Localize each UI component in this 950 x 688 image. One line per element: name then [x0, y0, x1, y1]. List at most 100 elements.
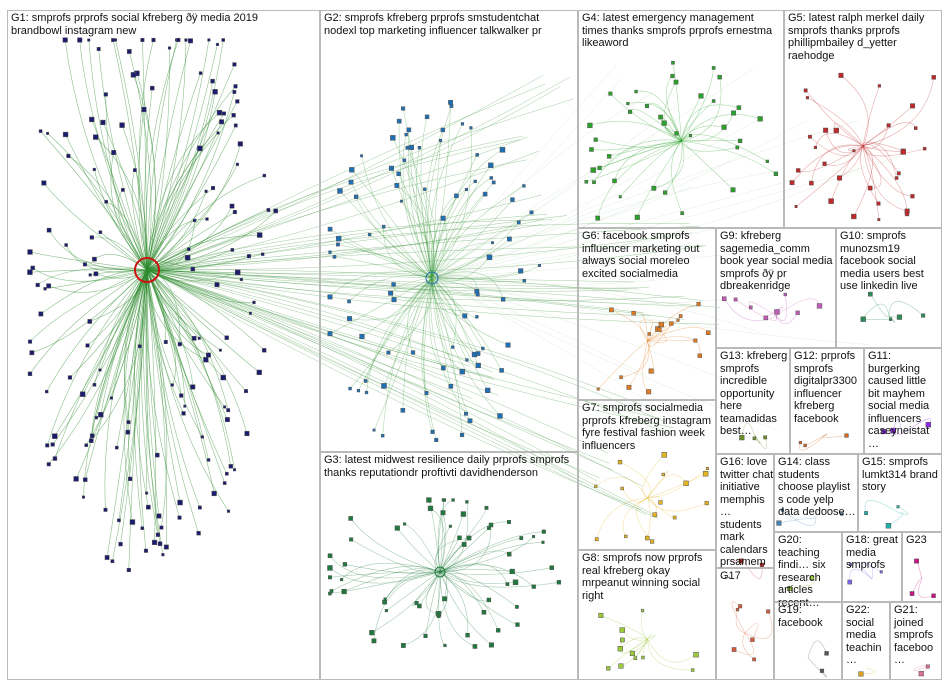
hub-node [434, 566, 446, 578]
edge [647, 638, 693, 671]
node [38, 311, 44, 317]
node [125, 429, 131, 435]
edge [807, 640, 827, 659]
edge [888, 301, 924, 317]
edge [425, 571, 441, 615]
node [657, 327, 662, 332]
edge [593, 140, 682, 171]
edge [146, 269, 634, 283]
edge [146, 269, 698, 307]
group-title-g10: G10: smprofs munozsm19 facebook social m… [840, 230, 927, 292]
edge [681, 125, 725, 142]
edge [431, 277, 489, 391]
node [244, 431, 250, 437]
edge [431, 265, 540, 280]
node [516, 220, 521, 225]
node [486, 254, 493, 261]
edge [431, 92, 653, 279]
node [266, 208, 271, 212]
edge [146, 81, 213, 271]
node [507, 236, 512, 242]
node [847, 579, 853, 585]
edge [847, 145, 864, 152]
edge [117, 189, 148, 271]
group-cell-g13: G13: kfreberg smprofs incredible opportu… [716, 348, 790, 454]
node [900, 149, 906, 155]
node [206, 458, 211, 462]
node [628, 109, 633, 114]
node [838, 72, 844, 78]
node [896, 505, 900, 509]
node [353, 194, 359, 199]
group-title-g19: G19: facebook [778, 604, 823, 629]
edge [146, 269, 642, 511]
node [475, 153, 479, 157]
node [491, 180, 496, 185]
node [465, 500, 469, 504]
node [629, 650, 635, 656]
group-title-g8: G8: smprofs now prprofs real kfreberg ok… [582, 552, 706, 602]
node [104, 555, 110, 560]
edge [807, 97, 864, 147]
edge [628, 340, 651, 388]
edge [619, 638, 648, 654]
node [83, 477, 88, 482]
edge [133, 269, 148, 529]
edge [146, 223, 690, 271]
node [864, 511, 868, 515]
node [670, 73, 675, 79]
node [150, 85, 155, 91]
edge [146, 269, 215, 494]
node [163, 340, 168, 344]
edge [79, 39, 148, 271]
edge [862, 122, 916, 147]
node [750, 637, 755, 642]
node [197, 145, 203, 152]
edge [892, 419, 903, 435]
node [711, 99, 716, 103]
node [798, 440, 803, 445]
node [593, 137, 598, 142]
edge [860, 145, 879, 204]
group-cell-g3: G3: latest midwest resilience daily prpr… [320, 452, 578, 680]
edge [431, 185, 694, 279]
group-title-g3: G3: latest midwest resilience daily prpr… [324, 454, 573, 479]
node [888, 317, 893, 321]
node [471, 351, 478, 358]
node [828, 198, 834, 204]
node [448, 384, 454, 389]
edge [40, 269, 148, 315]
node [145, 491, 149, 495]
node [459, 432, 465, 438]
node [620, 486, 624, 491]
node [103, 92, 108, 97]
node [220, 374, 226, 381]
edge [862, 145, 882, 189]
edge [621, 488, 648, 503]
edge [146, 135, 523, 271]
edge [144, 88, 153, 271]
edge [337, 244, 433, 279]
edge [431, 120, 807, 279]
node [472, 644, 478, 649]
edge [146, 132, 219, 271]
edge [741, 422, 755, 438]
edge [124, 269, 148, 433]
node [824, 651, 829, 656]
edge [789, 585, 811, 589]
node [922, 146, 927, 151]
node [360, 154, 364, 158]
edge [681, 104, 739, 142]
edge [386, 571, 441, 611]
edge [439, 501, 469, 573]
edge [815, 509, 842, 519]
node [876, 201, 881, 206]
edge [439, 564, 534, 587]
node [104, 199, 108, 204]
node [77, 37, 83, 43]
node [442, 498, 447, 502]
node [796, 168, 801, 173]
edge [146, 91, 216, 271]
node [347, 316, 353, 322]
node [918, 671, 924, 677]
